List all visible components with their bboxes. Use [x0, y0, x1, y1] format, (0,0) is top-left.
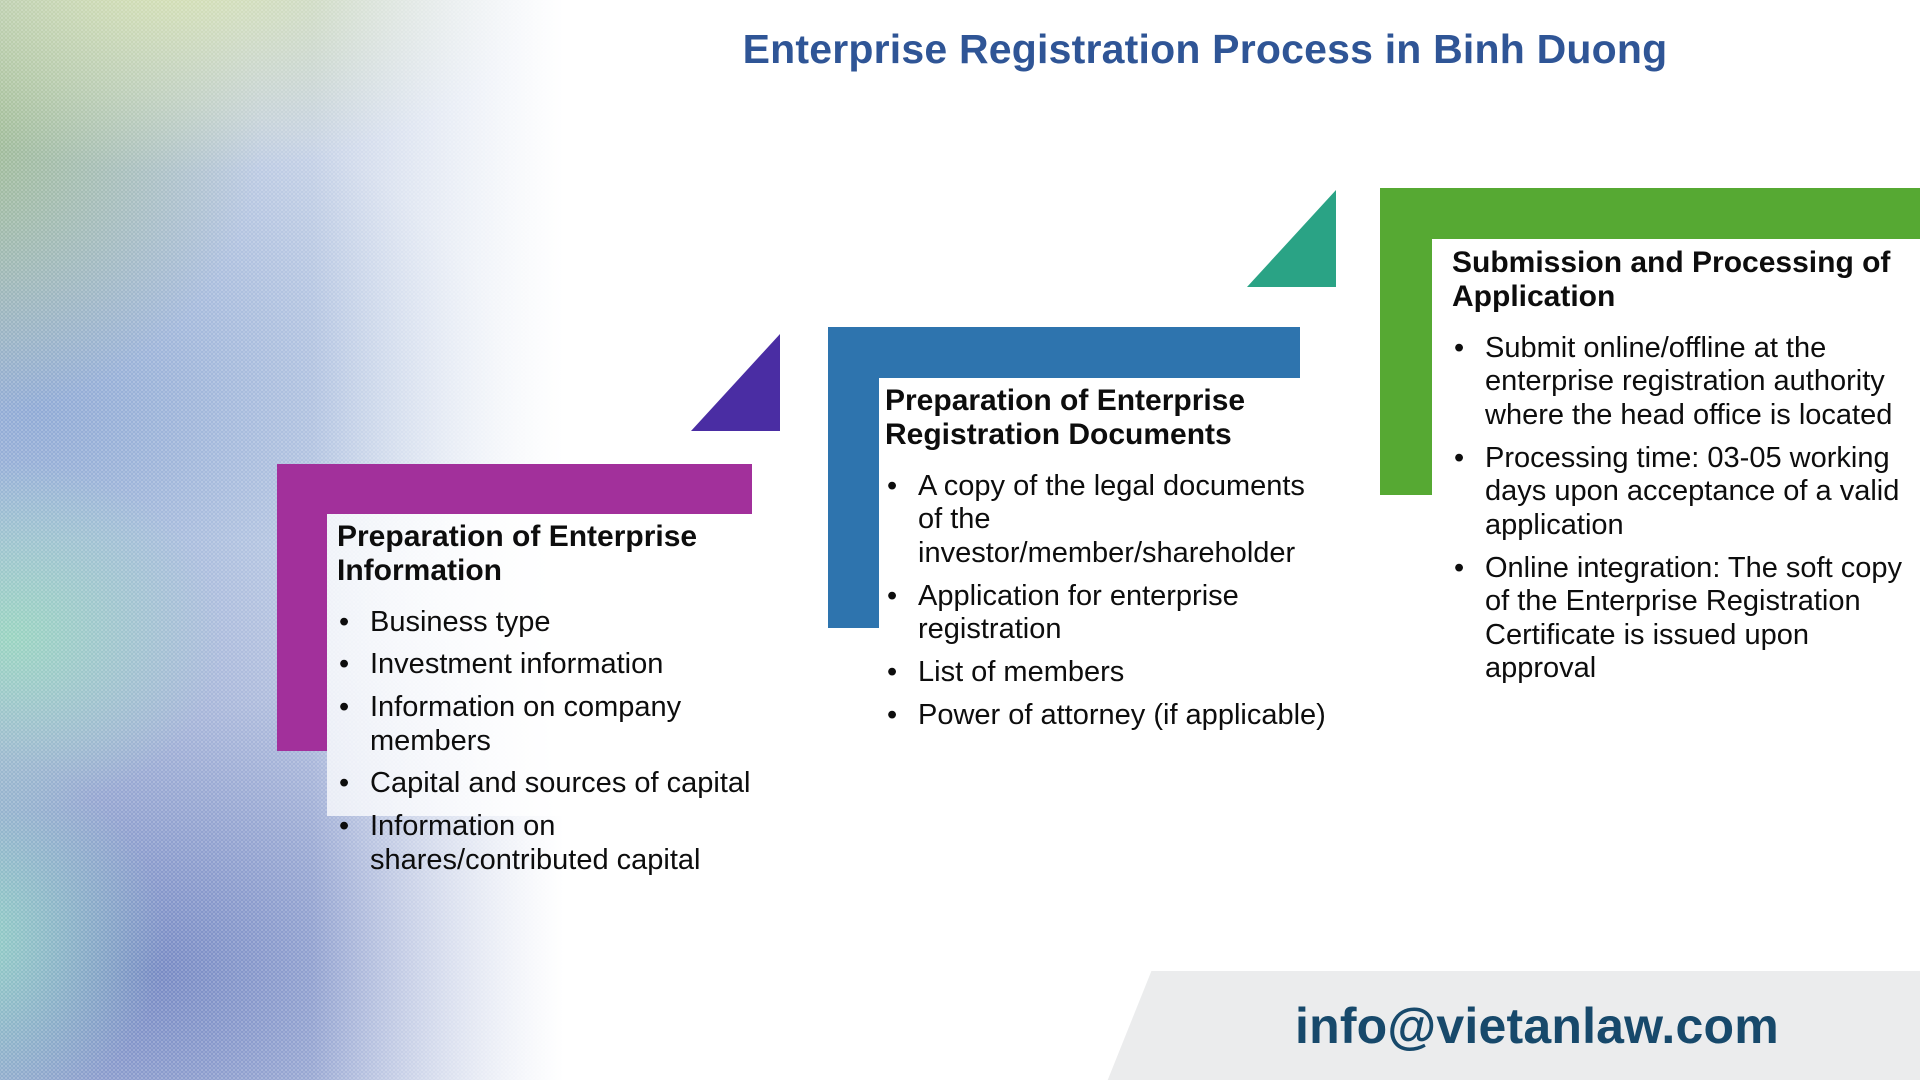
list-item: Application for enterprise registration — [885, 580, 1337, 647]
list-item: Online integration: The soft copy of the… — [1452, 552, 1908, 687]
step-2-content: Preparation of Enterprise Registration D… — [885, 384, 1337, 741]
list-item: Capital and sources of capital — [337, 767, 762, 801]
step-3-header: Submission and Processing of Application — [1452, 246, 1891, 313]
step-3-left-bar — [1380, 188, 1432, 495]
step-3-bullet-list: Submit online/offline at the enterprise … — [1452, 332, 1908, 686]
step-2-arrow-triangle — [691, 334, 780, 431]
contact-email[interactable]: info@vietanlaw.com — [1295, 997, 1779, 1054]
list-item: Information on company members — [337, 691, 762, 758]
list-item: Submit online/offline at the enterprise … — [1452, 332, 1908, 433]
title-area: Enterprise Registration Process in Binh … — [540, 26, 1870, 73]
step-1-header: Preparation of Enterprise Information — [337, 520, 698, 587]
step-3-content: Submission and Processing of Application… — [1452, 246, 1908, 695]
list-item: Business type — [337, 606, 762, 640]
step-2-left-bar — [828, 327, 879, 628]
list-item: Investment information — [337, 648, 762, 682]
step-2-header: Preparation of Enterprise Registration D… — [885, 384, 1246, 451]
page-title: Enterprise Registration Process in Binh … — [742, 26, 1668, 72]
list-item: List of members — [885, 656, 1337, 690]
step-3-top-bar — [1380, 188, 1920, 239]
list-item: Power of attorney (if applicable) — [885, 699, 1337, 733]
list-item: Processing time: 03-05 working days upon… — [1452, 442, 1908, 543]
step-3-arrow-triangle — [1247, 190, 1336, 287]
step-1-left-bar — [277, 464, 327, 751]
step-1-top-bar — [277, 464, 752, 514]
list-item: Information on shares/contributed capita… — [337, 810, 762, 877]
step-1-bullet-list: Business type Investment information Inf… — [337, 606, 762, 877]
footer-banner: info@vietanlaw.com — [1107, 971, 1920, 1080]
step-2-top-bar — [828, 327, 1300, 378]
step-1-content: Preparation of Enterprise Information Bu… — [337, 520, 762, 886]
step-2-bullet-list: A copy of the legal documents of the inv… — [885, 470, 1337, 732]
list-item: A copy of the legal documents of the inv… — [885, 470, 1337, 571]
